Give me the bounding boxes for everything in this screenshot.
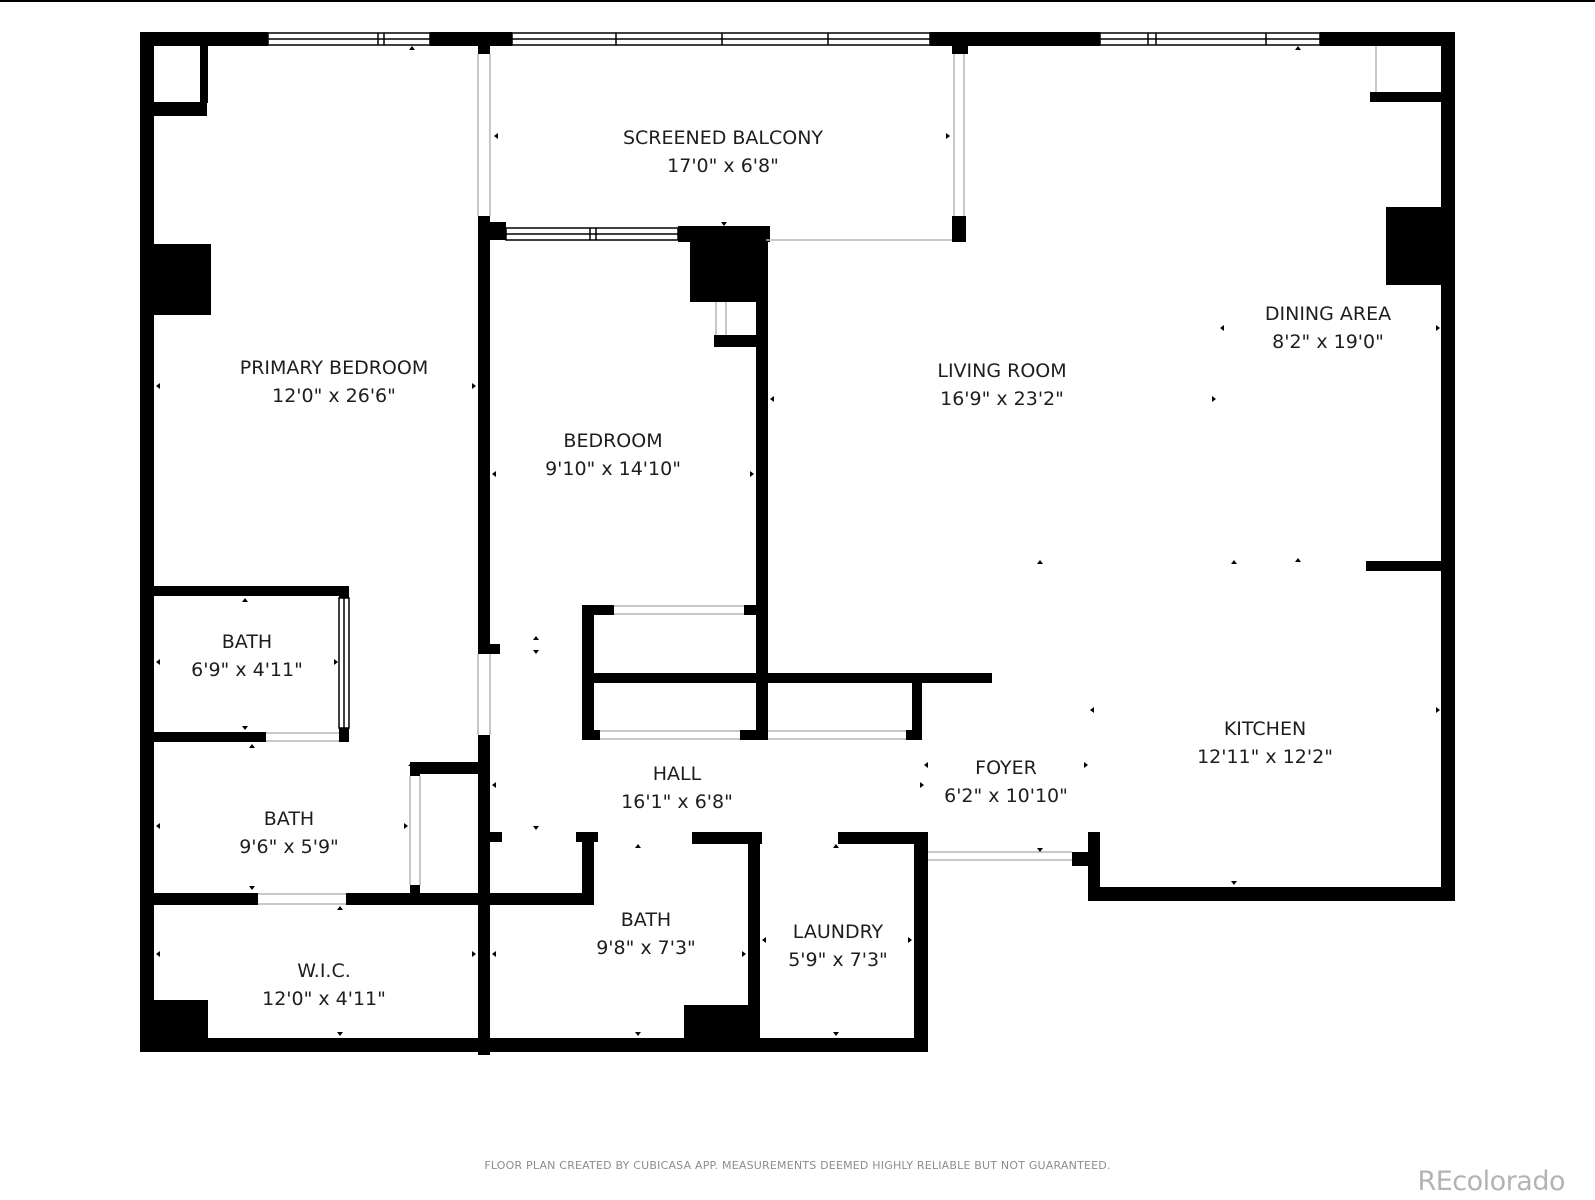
room-size: 16'9" x 23'2" (940, 388, 1064, 410)
wall (140, 1038, 928, 1052)
room-label-primary-bedroom: PRIMARY BEDROOM 12'0" x 26'6" (240, 354, 428, 410)
wall (692, 832, 762, 844)
room-label-bath-1: BATH 6'9" x 4'11" (191, 628, 303, 684)
wall (748, 832, 760, 1052)
wall (1441, 32, 1455, 900)
wall (154, 102, 207, 116)
room-label-kitchen: KITCHEN 12'11" x 12'2" (1197, 715, 1333, 771)
wall (912, 673, 922, 740)
wall (714, 335, 764, 347)
room-size: 6'9" x 4'11" (191, 659, 303, 681)
wall (744, 605, 758, 615)
disclaimer-text: FLOOR PLAN CREATED BY CUBICASA APP. MEAS… (484, 1159, 1111, 1172)
wall (582, 832, 594, 905)
room-label-foyer: FOYER 6'2" x 10'10" (944, 754, 1068, 810)
room-label-wic: W.I.C. 12'0" x 4'11" (262, 957, 386, 1013)
wall (576, 832, 598, 842)
wall (1072, 852, 1094, 866)
room-size: 9'10" x 14'10" (545, 458, 681, 480)
wall (906, 730, 922, 740)
room-name: LAUNDRY (792, 921, 884, 943)
wall (490, 832, 502, 842)
room-size: 8'2" x 19'0" (1272, 331, 1384, 353)
room-name: W.I.C. (297, 960, 351, 982)
wall (952, 36, 968, 54)
room-name: KITCHEN (1223, 718, 1307, 740)
wall (140, 32, 154, 1052)
room-size: 6'2" x 10'10" (944, 785, 1068, 807)
wall (154, 244, 211, 315)
room-size: 16'1" x 6'8" (621, 791, 733, 813)
room-label-bath-2: BATH 9'6" x 5'9" (239, 805, 339, 861)
wall (346, 893, 592, 905)
wall (430, 32, 512, 46)
wall (740, 730, 768, 740)
wall (410, 762, 482, 774)
room-label-bath-3: BATH 9'8" x 7'3" (596, 906, 696, 962)
wall (1320, 32, 1455, 46)
room-size: 12'0" x 4'11" (262, 988, 386, 1010)
room-size: 9'6" x 5'9" (239, 836, 339, 858)
wall (154, 732, 266, 742)
wall (410, 762, 420, 776)
room-name: PRIMARY BEDROOM (239, 357, 429, 379)
room-size: 12'0" x 26'6" (272, 385, 396, 407)
wall (1370, 92, 1442, 102)
wall (684, 1005, 760, 1045)
wall (952, 216, 966, 242)
walls (140, 32, 1455, 1055)
windows (267, 32, 1321, 729)
wall (838, 832, 928, 844)
room-label-living-room: LIVING ROOM 16'9" x 23'2" (937, 357, 1066, 413)
wall (154, 586, 348, 596)
room-name: FOYER (975, 757, 1037, 779)
wall (154, 1000, 208, 1040)
room-name: HALL (652, 763, 702, 785)
room-name: BATH (620, 909, 672, 931)
brand-logo-text: REcolorado (1417, 1166, 1565, 1197)
room-name: BEDROOM (563, 430, 663, 452)
room-size: 5'9" x 7'3" (788, 949, 888, 971)
dimension-markers (156, 46, 1440, 1036)
wall (582, 605, 614, 615)
wall (756, 235, 768, 735)
room-name: BATH (221, 631, 273, 653)
room-label-dining-area: DINING AREA 8'2" x 19'0" (1265, 300, 1391, 356)
wall (690, 226, 764, 302)
room-size: 9'8" x 7'3" (596, 937, 696, 959)
wall (478, 644, 500, 654)
room-label-laundry: LAUNDRY 5'9" x 7'3" (788, 918, 888, 974)
room-size: 12'11" x 12'2" (1197, 746, 1333, 768)
wall (1366, 561, 1442, 571)
wall (200, 45, 208, 103)
wall (930, 32, 1100, 46)
wall (582, 673, 992, 683)
wall (1088, 887, 1455, 901)
wall (140, 32, 268, 46)
wall (914, 832, 928, 1052)
wall (478, 222, 506, 240)
wall (714, 292, 764, 302)
wall (1386, 207, 1442, 285)
room-label-bedroom: BEDROOM 9'10" x 14'10" (545, 427, 681, 483)
room-size: 17'0" x 6'8" (667, 155, 779, 177)
wall (582, 730, 600, 740)
room-name: SCREENED BALCONY (622, 127, 824, 149)
wall (582, 605, 594, 739)
room-name: DINING AREA (1264, 303, 1392, 325)
wall (914, 850, 926, 868)
room-name: LIVING ROOM (937, 360, 1067, 382)
wall (154, 893, 258, 905)
room-name: BATH (263, 808, 315, 830)
wall (478, 216, 490, 654)
room-label-hall: HALL 16'1" x 6'8" (621, 760, 733, 816)
openings (258, 46, 1377, 905)
room-label-screened-balcony: SCREENED BALCONY 17'0" x 6'8" (623, 124, 823, 180)
wall (478, 36, 490, 54)
